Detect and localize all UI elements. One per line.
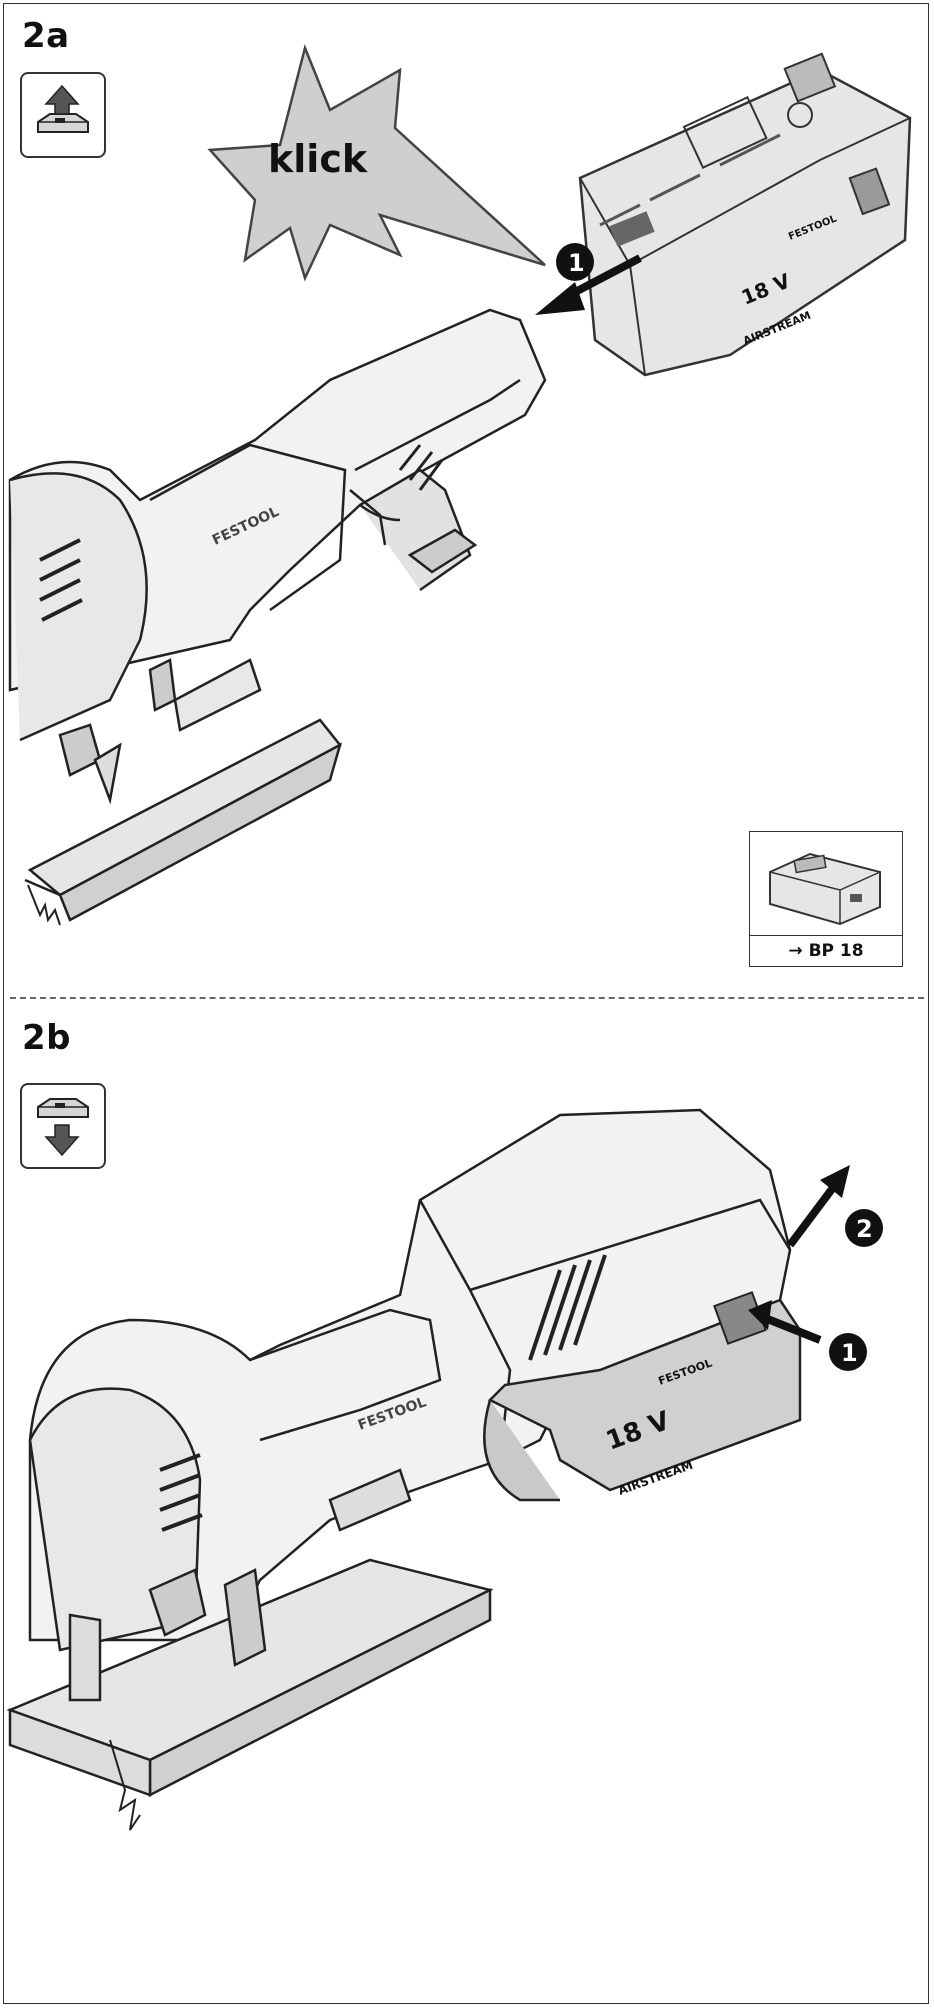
klick-text: klick bbox=[268, 137, 368, 181]
jigsaw-tool bbox=[8, 308, 547, 926]
jigsaw-vents bbox=[39, 538, 83, 622]
section-label-2b: 2b bbox=[22, 1018, 71, 1058]
page-frame bbox=[3, 3, 929, 2004]
reference-caption: → BP 18 bbox=[750, 935, 902, 966]
step-2-number: 2 bbox=[856, 1215, 873, 1243]
press-arrow: 1 bbox=[748, 1300, 867, 1371]
insert-arrow: 1 bbox=[535, 243, 642, 315]
section-label-2a: 2a bbox=[22, 16, 70, 56]
illustration-2a: klick 18 V AIRSTREAM FESTOOL 1 bbox=[8, 44, 912, 926]
section-divider bbox=[10, 997, 924, 999]
battery-pack: 18 V AIRSTREAM FESTOOL bbox=[578, 52, 912, 377]
illustration-2b: FESTOOL 18 V AIRSTREAM FESTOOL 2 1 bbox=[6, 1108, 883, 1831]
jigsaw-vents-2b bbox=[159, 1254, 607, 1532]
step-1-number: 1 bbox=[568, 249, 585, 277]
reference-model: BP 18 bbox=[808, 941, 864, 961]
remove-arrow: 2 bbox=[786, 1165, 883, 1248]
reference-arrow: → bbox=[788, 941, 803, 961]
jigsaw-tool-2b bbox=[6, 1108, 802, 1831]
klick-burst: klick bbox=[207, 44, 546, 282]
reference-battery-box: → BP 18 bbox=[749, 831, 903, 967]
reference-battery-icon bbox=[769, 852, 881, 926]
battery-insert-arrow-up-icon bbox=[20, 72, 106, 158]
battery-remove-arrow-down-icon bbox=[20, 1083, 106, 1169]
step-1-number-2b: 1 bbox=[841, 1339, 858, 1367]
